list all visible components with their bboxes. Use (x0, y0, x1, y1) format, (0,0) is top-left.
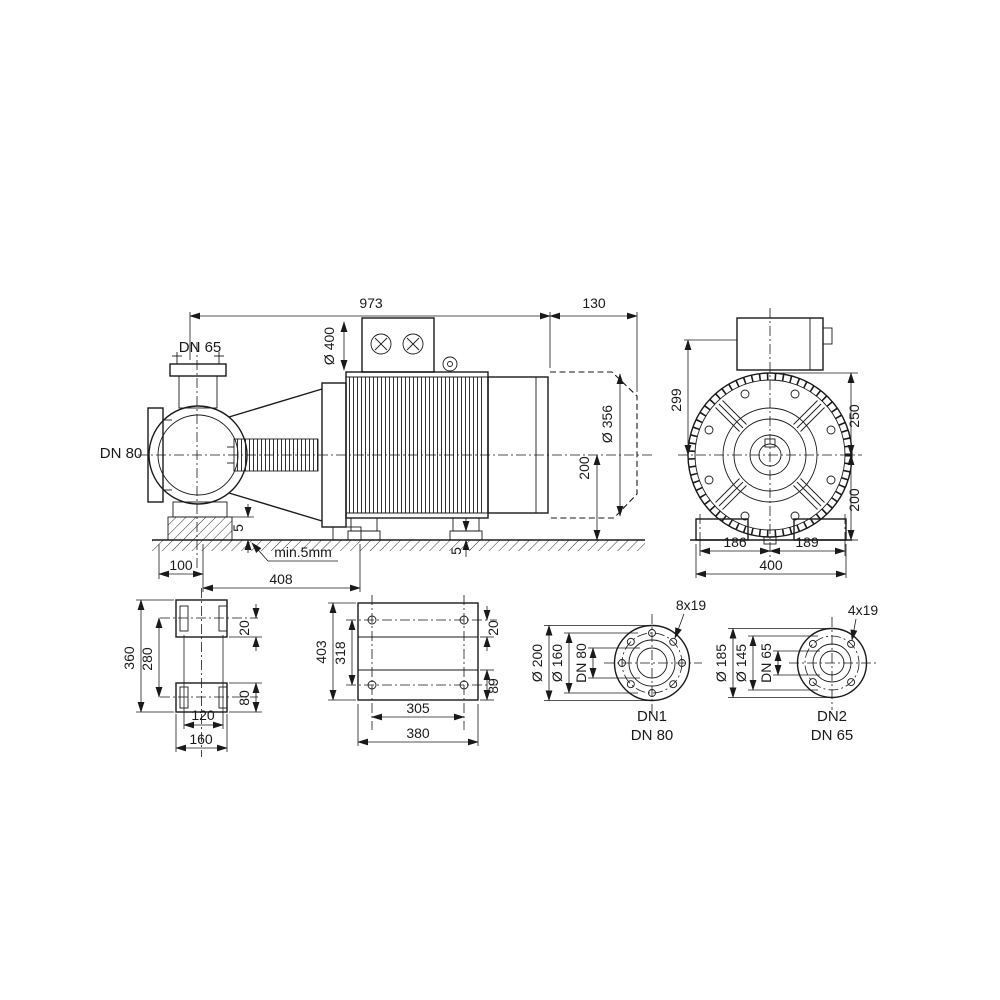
dim-5-shim-label: 5 (448, 547, 464, 555)
dim-20-plate-label: 20 (485, 620, 501, 636)
flange2-bolts-label: 4x19 (848, 602, 879, 618)
dim-20-foot-label: 20 (236, 620, 252, 636)
dn80-label: DN 80 (100, 445, 143, 462)
plate-outline (357, 602, 479, 701)
dim-299-label: 299 (668, 388, 684, 412)
dim-5-pad-label: 5 (230, 524, 246, 532)
dim-360-label: 360 (121, 646, 137, 670)
flange2-outer-dia-label: Ø 185 (713, 644, 729, 682)
flange-dn1-view: 8x19 Ø 200 Ø 160 DN 80 DN1 DN 80 (529, 597, 706, 744)
coupling-guard (227, 438, 319, 472)
dimensions-main: 973 130 Ø 400 DN 65 DN 80 5 min.5mm 100 … (100, 295, 638, 592)
dimensions-flange2: 4x19 Ø 185 Ø 145 DN 65 DN2 DN 65 (713, 602, 878, 744)
dim-130-label: 130 (582, 295, 606, 311)
flange1-name-label: DN1 (637, 708, 667, 725)
dim-dia356-label: Ø 356 (599, 405, 615, 443)
foot-plates (175, 599, 228, 713)
dn65-label: DN 65 (179, 339, 222, 356)
flange1-bore-label: DN 80 (573, 643, 589, 683)
dim-186-label: 186 (723, 534, 747, 550)
dim-200-main-label: 200 (576, 456, 592, 480)
dim-89-label: 89 (485, 678, 501, 694)
dimensions-end: 299 250 200 186 189 400 (668, 339, 862, 578)
dim-250-label: 250 (846, 404, 862, 428)
dimensions-flange1: 8x19 Ø 200 Ø 160 DN 80 DN1 DN 80 (529, 597, 706, 744)
motor-body (345, 356, 549, 541)
baseplate-detail-view: 403 318 20 89 305 380 (313, 595, 501, 746)
centerlines-plate (346, 595, 497, 730)
motor-feet-front (690, 514, 852, 546)
flange-dn2-view: 4x19 Ø 185 Ø 145 DN 65 DN2 DN 65 (713, 602, 878, 744)
discharge-flange (169, 352, 227, 409)
pump-end-view: 299 250 200 186 189 400 (668, 308, 862, 578)
dimensions-plate: 403 318 20 89 305 380 (313, 602, 501, 746)
pump-foot (167, 501, 233, 541)
dim-403-label: 403 (313, 640, 329, 664)
terminal-box (361, 317, 435, 373)
dim-160-label: 160 (189, 731, 213, 747)
dim-100-label: 100 (169, 557, 193, 573)
terminal-box-front (736, 317, 833, 371)
flange1-bolt-dia-label: Ø 160 (549, 644, 565, 682)
centerlines-foot (160, 588, 258, 757)
flange-dn2-circles (796, 627, 868, 699)
dim-305-label: 305 (406, 700, 430, 716)
dim-318-label: 318 (332, 641, 348, 665)
min-gap-label: min.5mm (274, 544, 332, 560)
dim-dia400-label: Ø 400 (321, 327, 337, 365)
flange2-bolt-dia-label: Ø 145 (733, 644, 749, 682)
flange1-bolts-label: 8x19 (676, 597, 707, 613)
dim-200-end-label: 200 (846, 488, 862, 512)
dim-280-label: 280 (139, 647, 155, 671)
flange1-outer-dia-label: Ø 200 (529, 644, 545, 682)
flange1-size-label: DN 80 (631, 727, 674, 744)
foot-detail-view: 360 280 20 80 120 160 (121, 588, 262, 757)
dim-973-label: 973 (359, 295, 383, 311)
dim-189-label: 189 (795, 534, 819, 550)
dim-80-label: 80 (236, 690, 252, 706)
dismantling-space-outline (550, 371, 638, 519)
pump-side-view: 973 130 Ø 400 DN 65 DN 80 5 min.5mm 100 … (100, 295, 652, 592)
dim-380-label: 380 (406, 725, 430, 741)
flange-dn1-circles (613, 624, 691, 702)
flange2-name-label: DN2 (817, 708, 847, 725)
flange2-size-label: DN 65 (811, 727, 854, 744)
dimensions-foot: 360 280 20 80 120 160 (121, 599, 262, 752)
ground-line (152, 539, 645, 551)
flange2-bore-label: DN 65 (758, 643, 774, 683)
dim-400-label: 400 (759, 557, 783, 573)
dim-120-label: 120 (191, 707, 215, 723)
dim-408-label: 408 (269, 571, 293, 587)
